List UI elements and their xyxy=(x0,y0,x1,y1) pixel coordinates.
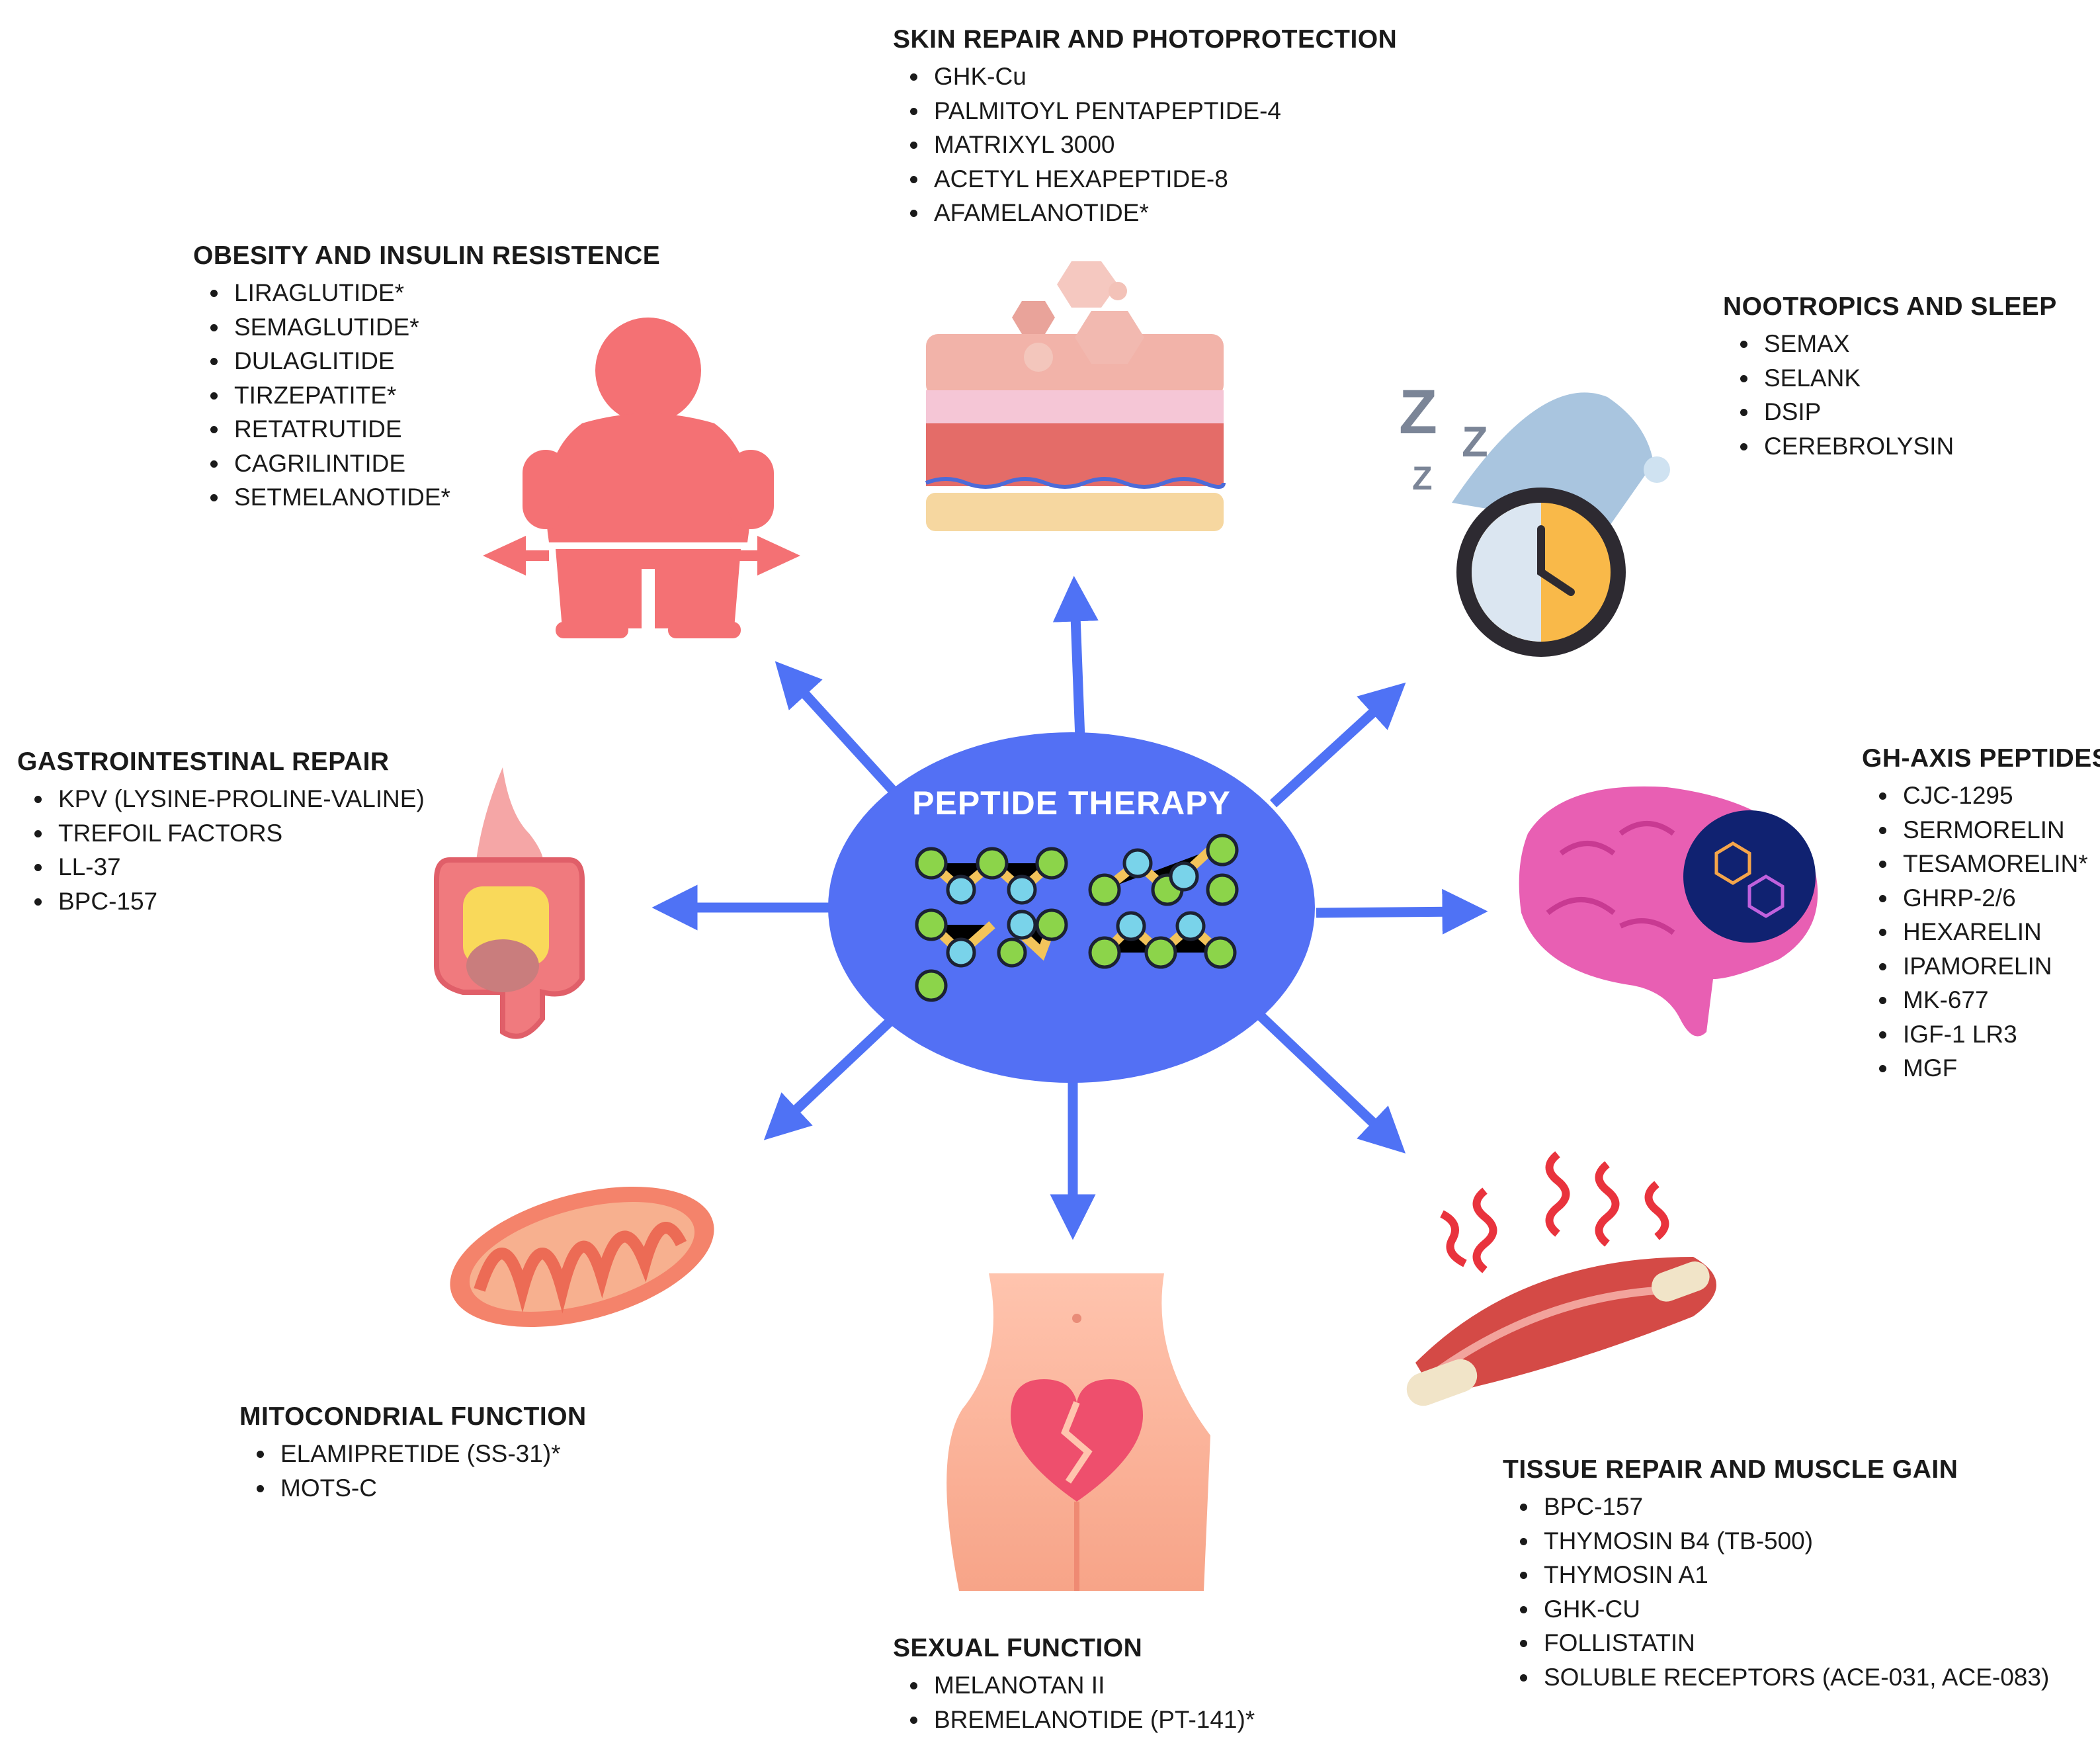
svg-text:Z: Z xyxy=(1399,377,1437,447)
list-item: ELAMIPRETIDE (SS-31)* xyxy=(257,1437,587,1471)
list-item: HEXARELIN xyxy=(1878,915,2100,949)
category-sexual: SEXUAL FUNCTION MELANOTAN II BREMELANOTI… xyxy=(893,1634,1255,1736)
category-title: SKIN REPAIR AND PHOTOPROTECTION xyxy=(893,25,1398,54)
list-item: BREMELANOTIDE (PT-141)* xyxy=(909,1703,1255,1737)
list-item: ACETYL HEXAPEPTIDE-8 xyxy=(909,162,1397,196)
list-item: PALMITOYL PENTAPEPTIDE-4 xyxy=(909,94,1397,128)
peptide-list: CJC-1295 SERMORELIN TESAMORELIN* GHRP-2/… xyxy=(1862,779,2100,1086)
list-item: SETMELANOTIDE* xyxy=(210,480,660,515)
peptide-list: MELANOTAN II BREMELANOTIDE (PT-141)* xyxy=(893,1668,1255,1736)
center-label: PEPTIDE THERAPY xyxy=(912,785,1231,822)
center-node xyxy=(828,732,1315,1083)
category-obesity: OBESITY AND INSULIN RESISTENCE LIRAGLUTI… xyxy=(193,241,660,515)
list-item: TIRZEPATITE* xyxy=(210,378,660,413)
digestive-system-icon xyxy=(434,767,585,1039)
arrow-to-nootropics xyxy=(1269,682,1406,808)
list-item: SOLUBLE RECEPTORS (ACE-031, ACE-083) xyxy=(1519,1660,2049,1695)
list-item: GHRP-2/6 xyxy=(1878,881,2100,916)
list-item: THYMOSIN A1 xyxy=(1519,1558,2049,1592)
mitochondrion-icon xyxy=(450,1187,714,1327)
list-item: DULAGLITIDE xyxy=(210,344,660,378)
list-item: RETATRUTIDE xyxy=(210,412,660,447)
category-mito: MITOCONDRIAL FUNCTION ELAMIPRETIDE (SS-3… xyxy=(239,1402,587,1505)
list-item: SELANK xyxy=(1740,361,2057,396)
category-title: OBESITY AND INSULIN RESISTENCE xyxy=(193,241,661,270)
list-item: MELANOTAN II xyxy=(909,1668,1255,1703)
list-item: SEMAGLUTIDE* xyxy=(210,310,660,345)
category-nootropics: NOOTROPICS AND SLEEP SEMAX SELANK DSIP C… xyxy=(1723,292,2057,463)
list-item: IPAMORELIN xyxy=(1878,949,2100,984)
list-item: TESAMORELIN* xyxy=(1878,847,2100,881)
peptide-list: KPV (LYSINE-PROLINE-VALINE) TREFOIL FACT… xyxy=(17,782,425,918)
category-tissue: TISSUE REPAIR AND MUSCLE GAIN BPC-157 TH… xyxy=(1503,1455,2049,1694)
list-item: LL-37 xyxy=(34,850,425,884)
svg-text:Z: Z xyxy=(1412,460,1433,497)
category-title: MITOCONDRIAL FUNCTION xyxy=(239,1402,587,1431)
list-item: CEREBROLYSIN xyxy=(1740,429,2057,464)
list-item: SEMAX xyxy=(1740,327,2057,361)
category-skin: SKIN REPAIR AND PHOTOPROTECTION GHK-Cu P… xyxy=(893,25,1397,230)
peptide-list: ELAMIPRETIDE (SS-31)* MOTS-C xyxy=(239,1437,587,1505)
list-item: KPV (LYSINE-PROLINE-VALINE) xyxy=(34,782,425,816)
brain-molecule-icon xyxy=(1519,786,1818,1037)
category-title: NOOTROPICS AND SLEEP xyxy=(1723,292,2057,321)
list-item: CAGRILINTIDE xyxy=(210,447,660,481)
arrow-to-tissue xyxy=(1256,1011,1406,1154)
list-item: LIRAGLUTIDE* xyxy=(210,276,660,310)
peptide-chain-icon xyxy=(915,833,1239,1002)
category-gh: GH-AXIS PEPTIDES CJC-1295 SERMORELIN TES… xyxy=(1862,744,2100,1086)
list-item: GHK-CU xyxy=(1519,1592,2049,1627)
list-item: MK-677 xyxy=(1878,983,2100,1017)
category-title: SEXUAL FUNCTION xyxy=(893,1634,1143,1662)
arrow-to-gh xyxy=(1316,888,1488,935)
sleeping-clock-icon: Z Z Z xyxy=(1399,377,1670,657)
broken-heart-pelvis-icon xyxy=(946,1273,1210,1591)
list-item: TREFOIL FACTORS xyxy=(34,816,425,851)
list-item: AFAMELANOTIDE* xyxy=(909,196,1397,230)
skin-layers-icon xyxy=(925,261,1226,531)
list-item: MOTS-C xyxy=(257,1471,587,1506)
list-item: THYMOSIN B4 (TB-500) xyxy=(1519,1524,2049,1558)
list-item: DSIP xyxy=(1740,395,2057,429)
category-title: TISSUE REPAIR AND MUSCLE GAIN xyxy=(1503,1455,1958,1484)
peptide-list: GHK-Cu PALMITOYL PENTAPEPTIDE-4 MATRIXYL… xyxy=(893,60,1397,230)
list-item: MATRIXYL 3000 xyxy=(909,128,1397,162)
peptide-list: SEMAX SELANK DSIP CEREBROLYSIN xyxy=(1723,327,2057,463)
arrow-to-obesity xyxy=(775,661,897,794)
category-title: GH-AXIS PEPTIDES xyxy=(1862,744,2100,773)
list-item: IGF-1 LR3 xyxy=(1878,1017,2100,1052)
peptide-list: BPC-157 THYMOSIN B4 (TB-500) THYMOSIN A1… xyxy=(1503,1490,2049,1694)
svg-text:Z: Z xyxy=(1462,417,1488,466)
peptide-list: LIRAGLUTIDE* SEMAGLUTIDE* DULAGLITIDE TI… xyxy=(193,276,660,515)
category-title: GASTROINTESTINAL REPAIR xyxy=(17,747,390,776)
list-item: FOLLISTATIN xyxy=(1519,1626,2049,1660)
obese-person-icon xyxy=(483,318,800,638)
connector-arrows xyxy=(651,575,1488,1240)
list-item: SERMORELIN xyxy=(1878,813,2100,847)
list-item: MGF xyxy=(1878,1051,2100,1086)
muscle-icon xyxy=(1406,1151,1716,1406)
category-gastro: GASTROINTESTINAL REPAIR KPV (LYSINE-PROL… xyxy=(17,747,425,918)
list-item: BPC-157 xyxy=(34,884,425,919)
list-item: GHK-Cu xyxy=(909,60,1397,94)
list-item: BPC-157 xyxy=(1519,1490,2049,1524)
arrow-to-mito xyxy=(763,1015,897,1140)
list-item: CJC-1295 xyxy=(1878,779,2100,813)
